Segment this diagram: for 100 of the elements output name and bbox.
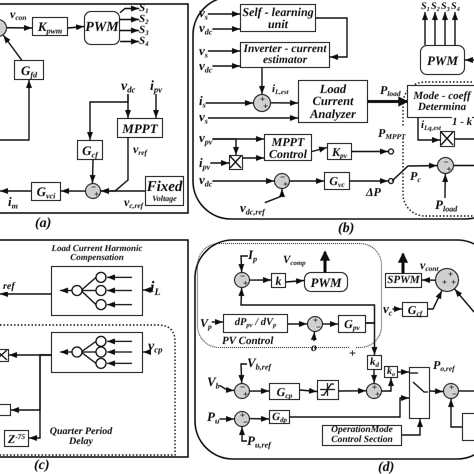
block-label: G$_{pv}$ [344, 318, 360, 330]
signal-label: v$_{pv}$ [199, 131, 212, 144]
arrow [422, 277, 435, 284]
arrow [448, 399, 462, 428]
arrow [264, 189, 285, 204]
sign-label: − [316, 323, 322, 332]
arrow [316, 17, 348, 60]
sign-label: + [451, 278, 456, 287]
block-label: G$_{cf}$ [82, 144, 98, 156]
block-heading: Load Current Harmonic Compensation [50, 244, 144, 264]
arrow [398, 369, 409, 375]
arrow [210, 160, 229, 166]
process-box [407, 85, 474, 118]
sign-label: − [444, 158, 449, 166]
edge-label: i$_{L,est}$ [272, 84, 288, 95]
signal-label: S$_{4}$ [139, 36, 149, 47]
process-box [324, 172, 350, 190]
summing-junction [85, 183, 101, 199]
arrow [300, 388, 318, 394]
arrow [6, 24, 32, 31]
arrow [428, 290, 442, 310]
arrow [442, 12, 448, 45]
signal-label: v$_{s}$ [199, 110, 208, 123]
arrow [238, 288, 376, 324]
sign-label: + [446, 164, 452, 174]
arrow [2, 34, 22, 60]
signal-label: v$_{dc}$ [199, 21, 212, 34]
arrow [352, 148, 388, 154]
edge-label: P$_{c}$ [410, 170, 421, 182]
arrow [271, 100, 298, 106]
signal-label: i$_{s}$ [199, 94, 206, 107]
block-label: Inverter - current estimator [242, 44, 328, 66]
annotation-label: 1 - k [452, 117, 472, 128]
switch-block [409, 367, 430, 419]
signal-label: v$_{dc}$ [121, 80, 136, 94]
sign-label: + [283, 180, 288, 189]
block-label: G$_{vci}$ [36, 185, 56, 198]
arrow [290, 178, 324, 184]
signal-label: i$_{pv}$ [199, 156, 210, 169]
arrow [320, 251, 330, 272]
arrow [382, 378, 394, 392]
sign-label: − [240, 272, 246, 281]
summing-junction [234, 272, 250, 288]
arrow [212, 138, 239, 155]
arrow [120, 16, 139, 22]
arrow [120, 38, 139, 44]
arrow [87, 94, 129, 140]
block-label: K$_{pv}$ [332, 146, 348, 158]
arrow [101, 188, 145, 194]
arrow [90, 160, 96, 184]
arrow [0, 80, 32, 141]
arrow [286, 278, 304, 284]
signal-label: i$_{L}$ [150, 280, 161, 296]
block-label: K$_{pwm}$ [38, 20, 62, 33]
sign-label: + [243, 390, 248, 399]
signal-label: S$_{3}$ [441, 2, 450, 12]
signal-label: S$_{1}$ [421, 2, 430, 12]
group-label: PV Control [222, 336, 274, 347]
block-label: Z$^{-75}$ [8, 432, 26, 444]
arrow [29, 354, 51, 441]
arrow [212, 26, 240, 32]
arrow [259, 68, 265, 94]
edge-label: P$_{MPPT}$ [378, 127, 406, 139]
block-label: PWM [310, 276, 342, 288]
line [459, 390, 474, 392]
signal-label: P$_{load}$ [435, 198, 458, 211]
block-label: G$_{fd}$ [20, 64, 38, 76]
annotation-label: + [349, 347, 356, 359]
arrow [323, 321, 338, 327]
process-box [117, 118, 163, 138]
annotation-label: (c) [34, 459, 50, 473]
arrow [208, 115, 298, 121]
signal-label: v$_{dc}$ [199, 59, 212, 72]
arrow [219, 384, 234, 393]
arrow [392, 306, 402, 312]
block-label: SPWM [387, 275, 420, 286]
block-label: G$_{cp}$ [276, 386, 292, 398]
block-label: PWM [426, 54, 458, 66]
sign-label: + [372, 383, 378, 392]
annotation-label: (a) [35, 217, 52, 231]
arrow [238, 255, 248, 272]
arrow [452, 12, 458, 45]
signal-label: i$_{pv}$ [150, 80, 162, 94]
multiplier-block [440, 131, 455, 147]
process-box [322, 425, 402, 446]
process-box [145, 176, 184, 206]
process-box [298, 80, 368, 123]
block-label: PWM [85, 21, 119, 35]
block-label: k [276, 274, 282, 286]
arrow [312, 146, 328, 152]
saturation-block [317, 380, 339, 400]
arrow [339, 388, 366, 394]
sign-label: + [240, 411, 246, 420]
arrow [465, 57, 474, 63]
signal-label: I$_{p}$ [248, 248, 258, 261]
signal-label: P$_{u,ref}$ [247, 434, 271, 447]
signal-label: v$_{dc,ref}$ [240, 201, 265, 214]
block-label: k$_{d}$ [370, 357, 379, 368]
arrow [442, 174, 448, 198]
summing-junction [234, 383, 250, 399]
